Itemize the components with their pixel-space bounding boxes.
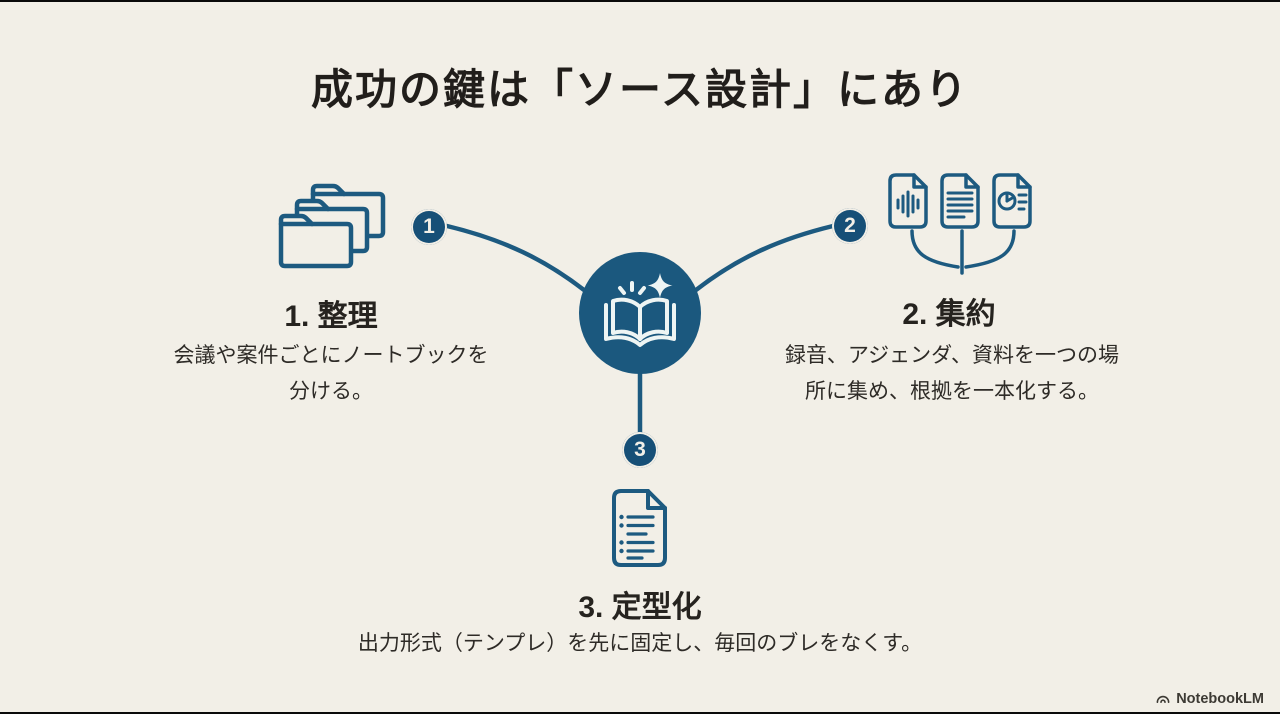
step-heading-3: 3. 定型化 (578, 591, 702, 624)
letterbox-top (0, 0, 1280, 2)
source-documents-icon (888, 173, 1032, 275)
notebooklm-logo-icon (1156, 695, 1170, 703)
brand-name: NotebookLM (1176, 691, 1264, 707)
step-badge-2: 2 (832, 208, 868, 244)
audio-document-icon (888, 173, 928, 229)
brand-footer: NotebookLM (1155, 691, 1264, 707)
text-document-icon (940, 173, 980, 229)
chart-document-icon (992, 173, 1032, 229)
step-badge-3: 3 (622, 432, 658, 468)
letterbox-bottom (0, 712, 1280, 714)
brace-connector (910, 229, 1016, 275)
step-description-3: 出力形式（テンプレ）を先に固定し、毎回のブレをなくす。 (357, 632, 923, 655)
connector-step1 (444, 223, 587, 293)
step-description-2: 録音、アジェンダ、資料を一つの場所に集め、根拠を一本化する。 (784, 344, 1120, 404)
open-book-sparkle-icon (579, 252, 701, 374)
template-document-icon (612, 489, 667, 567)
step-heading-2: 2. 集約 (902, 298, 996, 331)
step-badge-1: 1 (411, 209, 447, 245)
slide-title: 成功の鍵は「ソース設計」にあり (311, 66, 969, 113)
step-heading-1: 1. 整理 (284, 300, 378, 333)
step-description-1: 会議や案件ごとにノートブックを分ける。 (173, 344, 489, 404)
folder-stack-icon (278, 183, 386, 269)
connector-step2 (693, 223, 836, 293)
